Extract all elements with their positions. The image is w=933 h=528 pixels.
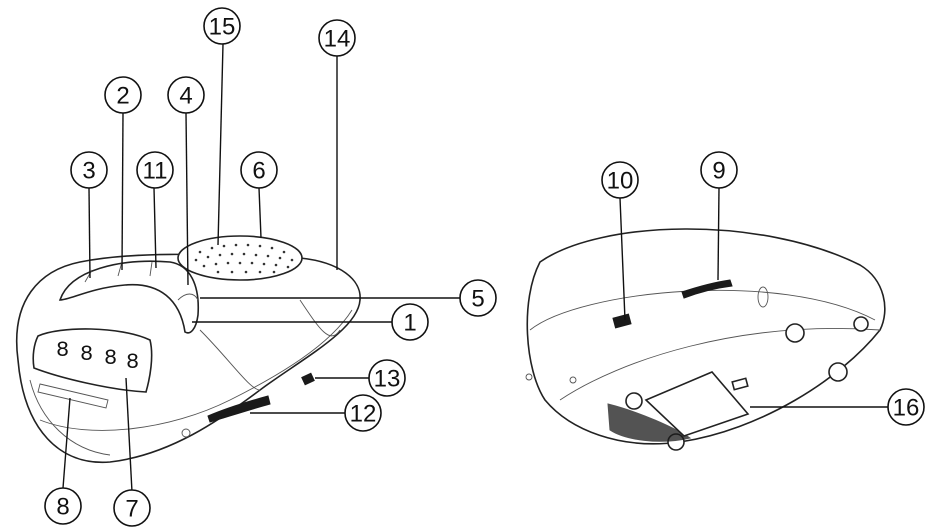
callout-4: 4: [167, 76, 205, 114]
callout-label-6: 6: [252, 158, 265, 185]
speaker-grille: [194, 243, 294, 274]
bottom-view-device: [525, 228, 886, 451]
svg-text:8: 8: [56, 338, 69, 363]
callout-16: 16: [887, 388, 925, 426]
callout-label-9: 9: [712, 158, 725, 185]
callout-label-13: 13: [374, 366, 401, 393]
callout-label-8: 8: [56, 494, 69, 521]
svg-text:8: 8: [80, 342, 93, 367]
callout-label-2: 2: [116, 83, 129, 110]
callout-label-12: 12: [350, 401, 377, 428]
callout-label-1: 1: [403, 310, 416, 337]
callout-14: 14: [318, 19, 356, 57]
callout-7: 7: [113, 489, 151, 527]
callout-12: 12: [344, 394, 382, 432]
svg-text:8: 8: [126, 350, 139, 375]
callout-10: 10: [601, 161, 639, 199]
callout-13: 13: [368, 359, 406, 397]
callout-label-4: 4: [179, 83, 192, 110]
front-view-device: 8 8 8 8: [15, 235, 361, 464]
callout-3: 3: [70, 151, 108, 189]
callout-label-16: 16: [893, 395, 920, 422]
callout-label-5: 5: [471, 286, 484, 313]
callout-1: 1: [391, 303, 429, 341]
callout-6: 6: [240, 151, 278, 189]
callout-11: 11: [136, 151, 174, 189]
callout-9: 9: [700, 151, 738, 189]
callout-label-14: 14: [324, 26, 351, 53]
callout-15: 15: [203, 7, 241, 45]
callout-label-10: 10: [607, 168, 634, 195]
callout-label-3: 3: [82, 158, 95, 185]
svg-text:8: 8: [104, 346, 117, 371]
callout-label-7: 7: [125, 496, 138, 523]
callout-label-15: 15: [209, 14, 236, 41]
callout-2: 2: [104, 76, 142, 114]
callout-8: 8: [44, 487, 82, 525]
callout-label-11: 11: [143, 158, 168, 185]
clock-display: 8 8 8 8: [56, 338, 139, 375]
callout-5: 5: [459, 279, 497, 317]
leader-lines: [62, 43, 888, 493]
